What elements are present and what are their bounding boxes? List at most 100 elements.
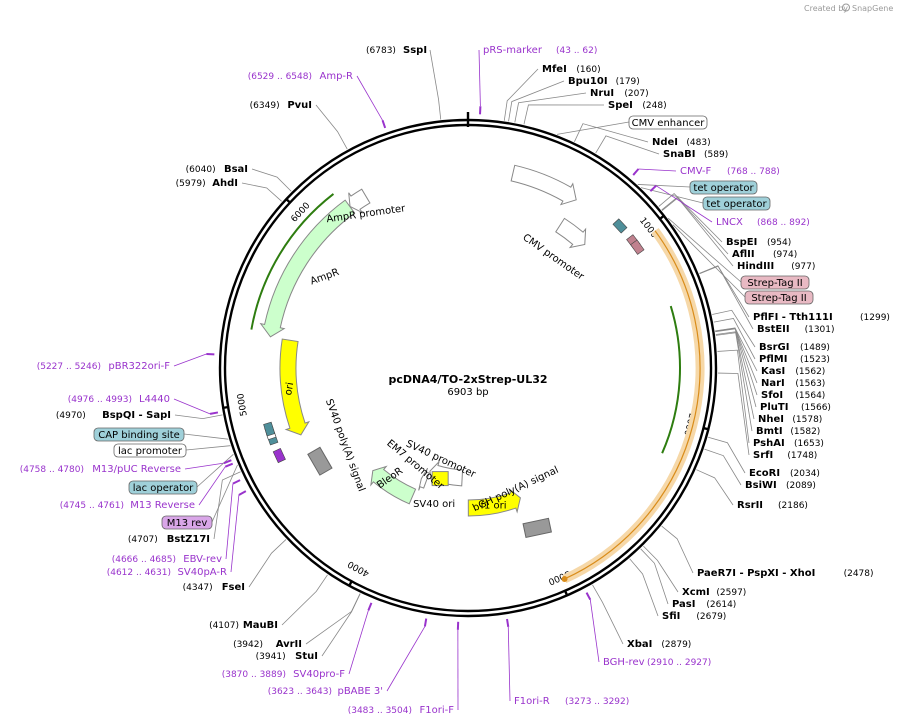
enzymes_left-pos-3: (4970) xyxy=(56,411,86,421)
enzymes_right-pos-1: (160) xyxy=(576,65,600,75)
primer-range-2: (768 .. 788) xyxy=(727,167,780,177)
enzymes_right-name-xbai: XbaI xyxy=(627,639,652,650)
primer-range-14: (2910 .. 2927) xyxy=(647,658,711,668)
tick-6000 xyxy=(284,197,292,205)
enzymes_right-leader-2 xyxy=(508,80,565,122)
enzymes_right-leader-28 xyxy=(629,558,659,617)
enzymes_left-pos-2: (5979) xyxy=(176,179,206,189)
primer-leader-6 xyxy=(184,462,224,470)
feature-sv40-ori xyxy=(431,471,449,487)
enzymes_right-pos-19: (1582) xyxy=(790,427,820,437)
enzymes_left-name-bspqi-sapi: BspQI - SapI xyxy=(102,410,171,421)
primer-range-9: (4612 .. 4631) xyxy=(107,568,171,578)
feature-cmv-enhancer xyxy=(510,164,577,206)
primer-mark-10 xyxy=(367,602,373,611)
enzymes_right-leader-25 xyxy=(661,525,694,574)
enzymes_right-pos-26: (2597) xyxy=(716,588,746,598)
tick-3000 xyxy=(563,589,569,597)
boxed-label-bg-8 xyxy=(161,515,213,530)
enzymes_left-pos-5: (4347) xyxy=(183,583,213,593)
enzymes_right-name-nhei: NheI xyxy=(758,414,784,425)
enzymes_right-name-bsrgi: BsrGI xyxy=(759,342,789,353)
enzymes_right-leader-24 xyxy=(696,469,734,506)
enzymes_right-pos-14: (1562) xyxy=(795,367,825,377)
tick-5000 xyxy=(222,405,230,410)
credit-text: Created by xyxy=(804,4,848,13)
boxed-leader-3 xyxy=(667,217,742,283)
boxed-leader-8 xyxy=(211,464,238,523)
enzymes_right-pos-6: (589) xyxy=(704,150,728,160)
enzymes_right-leader-17 xyxy=(715,328,757,408)
enzymes_left-name-ahdi: AhdI xyxy=(212,178,238,189)
enzymes_right-name-ndei: NdeI xyxy=(652,137,678,148)
boxed-label-strep-tag-ii: Strep-Tag II xyxy=(747,278,802,289)
enzymes_right-name-bsteii: BstEII xyxy=(757,324,790,335)
primer-mark-5 xyxy=(209,411,219,415)
primer-mark-2 xyxy=(632,168,640,176)
primer-leader-4 xyxy=(173,353,207,367)
primer-range-3: (868 .. 892) xyxy=(757,218,810,228)
tet-operator-block xyxy=(612,218,628,234)
enzymes_right-leader-12 xyxy=(712,309,756,348)
enzymes_right-pos-18: (1578) xyxy=(792,415,822,425)
feature-ampr xyxy=(259,199,356,338)
enzymes_left-pos-8: (3941) xyxy=(256,652,286,662)
enzymes_right-leader-21 xyxy=(717,372,750,456)
boxed-leader-6 xyxy=(185,445,231,451)
enzymes_left-pos-7: (3942) xyxy=(233,640,263,650)
boxed-leader-5 xyxy=(183,433,229,440)
enzymes_right-leader-13 xyxy=(713,318,756,360)
primer-name-amp-r: Amp-R xyxy=(320,71,354,82)
enzymes_right-name-nari: NarI xyxy=(761,378,785,389)
primer-name-m13-puc-reverse: M13/pUC Reverse xyxy=(92,464,181,475)
primer-range-4: (5227 .. 5246) xyxy=(37,362,101,372)
primer-leader-7 xyxy=(198,466,226,506)
enzymes_right-leader-19 xyxy=(715,332,753,432)
primer-name-prs-marker: pRS-marker xyxy=(483,45,543,56)
enzymes_right-pos-22: (2034) xyxy=(790,469,820,479)
tick-label-6000: 6000 xyxy=(290,201,313,225)
boxed-label-bg-4 xyxy=(744,290,814,305)
enzymes_right-leader-0 xyxy=(429,49,442,120)
primer-leader-8 xyxy=(225,483,234,560)
enzymes_right-leader-22 xyxy=(708,436,746,474)
boxed-label-m13-rev: M13 rev xyxy=(167,518,208,529)
primer-range-10: (3870 .. 3889) xyxy=(222,670,286,680)
enzymes_right-leader-3 xyxy=(514,92,587,123)
boxed-label-tet-operator: tet operator xyxy=(706,199,767,210)
enzymes_right-leader-4 xyxy=(523,104,605,125)
enzymes_right-name-pshai: PshAI xyxy=(753,438,785,449)
enzymes_right-pos-17: (1566) xyxy=(801,403,831,413)
enzymes_right-leader-18 xyxy=(715,331,755,420)
enzymes_right-name-bpu10i: Bpu10I xyxy=(568,76,608,87)
feature-bleor xyxy=(370,465,417,505)
primer-leader-14 xyxy=(589,599,600,663)
primer-leader-13 xyxy=(507,626,511,702)
enzymes_left-leader-2 xyxy=(241,182,282,202)
enzymes_left-name-bsai: BsaI xyxy=(224,164,248,175)
feature-label-f1-ori: f1 ori xyxy=(480,501,506,512)
boxed-label-bg-3 xyxy=(740,275,810,290)
primer-mark-3 xyxy=(649,184,657,192)
primer-mark-9 xyxy=(238,490,247,496)
enzymes_right-leader-29 xyxy=(592,584,624,645)
enzymes_right-leader-26 xyxy=(643,545,679,593)
tick-4000 xyxy=(347,579,354,588)
enzymes_right-pos-16: (1564) xyxy=(795,391,825,401)
primer-mark-13 xyxy=(506,618,510,628)
ampr-orf-arc xyxy=(250,193,335,330)
boxed-label-strep-tag-ii: Strep-Tag II xyxy=(751,293,806,304)
primer-range-1: (6529 .. 6548) xyxy=(248,72,312,82)
brand-text: SnapGene xyxy=(852,4,893,13)
enzymes_left-pos-1: (6040) xyxy=(186,165,216,175)
enzymes_left-name-maubi: MauBI xyxy=(243,620,278,631)
enzymes_right-leader-20 xyxy=(717,349,750,444)
enzymes_right-name-srfi: SrfI xyxy=(753,450,773,461)
feature-f1-ori xyxy=(467,487,521,517)
enzymes_right-pos-7: (954) xyxy=(767,238,791,248)
boxed-leader-4 xyxy=(672,224,746,298)
enzymes_left-leader-7 xyxy=(305,593,361,645)
enzymes_right-pos-8: (974) xyxy=(773,250,797,260)
primer-range-0: (43 .. 62) xyxy=(556,46,597,56)
